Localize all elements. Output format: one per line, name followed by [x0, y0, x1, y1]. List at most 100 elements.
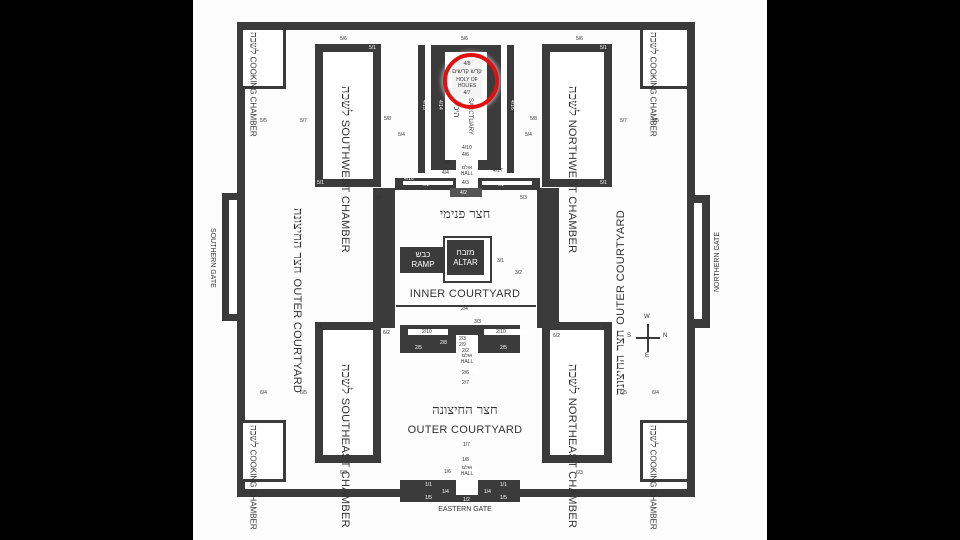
- code-label: 5/6: [576, 36, 583, 42]
- hall-passage: [403, 181, 453, 185]
- hall-room: [456, 160, 478, 188]
- altar-label: ALTAR: [453, 258, 478, 267]
- code-label: 2/4: [461, 306, 468, 312]
- compass-w: W: [644, 314, 650, 320]
- sanctuary-cell-n: [489, 95, 495, 155]
- sanctuary-label: SANCTUARY: [466, 98, 473, 135]
- code-label: 1/1: [425, 482, 432, 488]
- code-label: 5/1: [317, 180, 324, 186]
- code-label: 6/5: [300, 390, 307, 396]
- chamber-hebrew: לשכה: [337, 86, 353, 117]
- code-label: 2/1: [438, 329, 445, 335]
- code-label: 2/2: [462, 348, 469, 354]
- code-label: 2/6: [462, 370, 469, 376]
- hall-label: HALL: [460, 171, 474, 177]
- hall-steps: [450, 188, 482, 197]
- cooking-label: COOKING: [248, 56, 258, 95]
- code-label: 2/5: [500, 345, 507, 351]
- inner-courtyard-label: INNER COURTYARD: [409, 288, 521, 300]
- code-label: 5/7: [300, 118, 307, 124]
- code-label: 5/1: [600, 45, 607, 51]
- code-label: 4/10: [462, 145, 472, 151]
- code-label: 2/7: [462, 380, 469, 386]
- gate-passage: [694, 203, 702, 319]
- code-label: 4/14: [437, 100, 443, 110]
- code-label: 1/7: [463, 442, 470, 448]
- code-label: 1/4: [484, 489, 491, 495]
- chamber-label: NORTHWEST CHAMBER: [565, 119, 578, 254]
- code-label: 6/3: [576, 470, 583, 476]
- code-label: 1/9: [462, 489, 469, 495]
- code-label: 5/8: [530, 116, 537, 122]
- cooking-label: COOKING: [248, 449, 258, 488]
- chamber-hebrew: לשכה: [564, 86, 580, 117]
- code-label: 4/6: [462, 152, 469, 158]
- cooking-chamber-se: לשכה COOKING CHAMBER: [640, 420, 690, 530]
- code-label: 4/5: [444, 160, 451, 166]
- cooking-label: COOKING: [648, 56, 658, 95]
- outer-courtyard-hebrew-east: חצר החיצונה: [432, 403, 498, 418]
- cooking-chamber-hebrew: לשכה: [247, 425, 259, 448]
- chamber-hebrew: לשכה: [564, 364, 580, 395]
- code-label: 4/2: [460, 190, 467, 196]
- cooking-chamber-hebrew: לשכה: [247, 32, 259, 55]
- code-label: 1/1: [500, 482, 507, 488]
- sanctuary-side-wall-n: [507, 45, 514, 173]
- cooking-chamber-hebrew: לשכה: [647, 425, 659, 448]
- holy-of-holies-highlight-circle: [443, 53, 499, 109]
- code-label: 4/18: [404, 176, 414, 182]
- code-label: 4/16: [509, 100, 515, 110]
- inner-court-divider: [396, 305, 536, 307]
- code-label: 3/3: [474, 319, 481, 325]
- code-label: 2/8: [440, 340, 447, 346]
- chamber-label: SOUTHEAST CHAMBER: [338, 397, 351, 528]
- code-label: 5/6: [461, 36, 468, 42]
- code-label: 5/5: [652, 118, 659, 124]
- code-label: 1/2: [463, 497, 470, 503]
- chamber-label: CHAMBER: [248, 96, 258, 137]
- altar: מזבח ALTAR: [443, 236, 492, 283]
- code-label: 6/3: [340, 470, 347, 476]
- code-label: 4/17: [493, 168, 503, 174]
- code-label: 5/8: [384, 116, 391, 122]
- code-label: 1/6: [444, 469, 451, 475]
- gate-hall-hebrew: אולם: [461, 465, 473, 471]
- code-label: 4/15: [421, 100, 427, 110]
- gate-hall-label: HALL: [460, 359, 474, 365]
- cooking-chamber-sw: לשכה COOKING CHAMBER: [240, 420, 286, 530]
- gate-room: [408, 329, 448, 335]
- cooking-chamber-hebrew: לשכה: [647, 32, 659, 55]
- chamber-label: CHAMBER: [648, 489, 658, 530]
- chamber-label: CHAMBER: [648, 96, 658, 137]
- compass-s: S: [627, 333, 632, 339]
- code-label: 1/5: [500, 495, 507, 501]
- gate-hall-label: HALL: [460, 471, 474, 477]
- inner-court-wall-s: [373, 188, 395, 328]
- code-label: 1/4: [442, 489, 449, 495]
- code-label: 2/10: [422, 329, 432, 335]
- chamber-hebrew: לשכה: [337, 364, 353, 395]
- code-label: 6/1: [315, 324, 322, 330]
- code-label: 3/2: [515, 270, 522, 276]
- code-label: 1/5: [425, 495, 432, 501]
- code-label: 2/3: [459, 336, 466, 342]
- gate-hall-hebrew: אולם: [461, 353, 473, 359]
- code-label: 5/5: [260, 118, 267, 124]
- code-label: 5/4: [525, 132, 532, 138]
- code-label: 2/5: [415, 345, 422, 351]
- northwest-chamber: לשכה NORTHWEST CHAMBER: [542, 44, 612, 253]
- gate-room: [484, 329, 524, 335]
- cooking-chamber-ne: לשכה COOKING CHAMBER: [640, 27, 690, 137]
- outer-courtyard-label-east: OUTER COURTYARD: [407, 424, 523, 436]
- code-label: 6/5: [620, 390, 627, 396]
- code-label: 5/1: [369, 45, 376, 51]
- southwest-chamber: לשכה SOUTHWEST CHAMBER: [315, 44, 381, 253]
- code-label: 5/4: [398, 132, 405, 138]
- altar-hebrew: מזבח: [456, 248, 475, 257]
- code-label: 5/1: [600, 180, 607, 186]
- code-label: 4/4: [442, 170, 449, 176]
- code-label: 4/1: [422, 182, 429, 188]
- sanctuary-hebrew: היכל: [452, 102, 462, 118]
- gate-hall: [456, 465, 478, 495]
- code-label: 4/1: [497, 182, 504, 188]
